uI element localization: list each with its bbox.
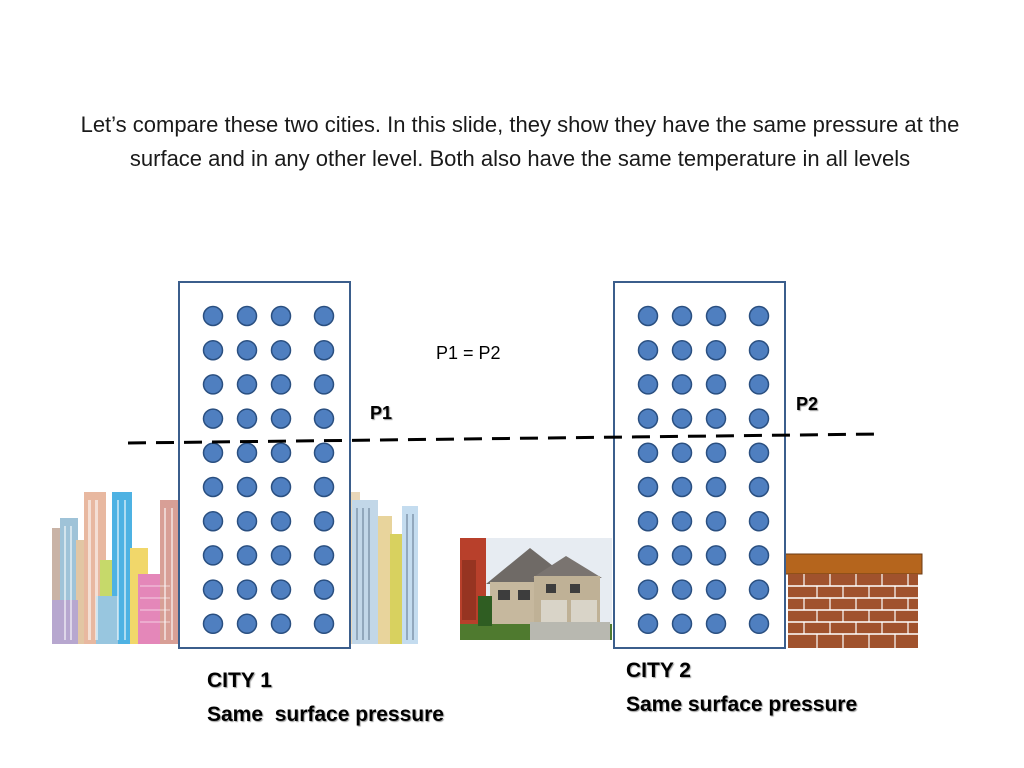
city1-air-particle (202, 305, 224, 327)
city1-air-particle (270, 476, 292, 498)
city2-air-particle (637, 305, 659, 327)
city1-air-particle (313, 442, 335, 464)
city1-air-particle (236, 305, 258, 327)
city2-air-particle (748, 545, 770, 566)
city1-air-particle (202, 408, 224, 429)
city2-air-column (613, 281, 786, 649)
city1-air-particle (270, 408, 292, 429)
city2-air-particle (671, 374, 693, 395)
city2-air-particle (748, 408, 770, 429)
city1-air-particle (236, 545, 258, 566)
city1-air-particle (202, 339, 224, 361)
caption-text: Let’s compare these two cities. In this … (80, 112, 960, 171)
city2-air-particle (671, 305, 693, 327)
city2-air-particle (705, 374, 727, 395)
city2-air-particle (705, 339, 727, 361)
city2-air-particle (637, 510, 659, 532)
city2-air-particle (637, 339, 659, 361)
city1-air-particle (236, 374, 258, 395)
city2-air-particle (748, 442, 770, 464)
city1-air-particle (202, 374, 224, 395)
pressure-level-line (127, 432, 881, 445)
city1-air-particle (313, 476, 335, 498)
house-image (460, 538, 612, 640)
city2-air-particle (637, 408, 659, 429)
city2-air-particle (671, 476, 693, 498)
city2-air-particle (637, 374, 659, 395)
city1-air-particle (270, 374, 292, 395)
city2-air-particle (671, 579, 693, 600)
city2-air-particle (671, 545, 693, 566)
city2-air-particle (705, 510, 727, 532)
city1-air-particle (313, 339, 335, 361)
city2-air-particle (705, 442, 727, 464)
city1-air-particle (236, 476, 258, 498)
city2-air-particle (671, 510, 693, 532)
city1-air-particle (270, 613, 292, 635)
city1-air-particle (236, 613, 258, 635)
city2-air-particle (748, 339, 770, 361)
p1-label: P1 (370, 403, 393, 423)
city1-air-particle (313, 305, 335, 327)
city1-air-particle (202, 442, 224, 464)
city2-air-particle (671, 408, 693, 429)
city1-air-particle (202, 476, 224, 498)
city2-air-particle (705, 476, 727, 498)
city2-air-particle (748, 510, 770, 532)
city2-name: CITY 2 (626, 659, 691, 682)
city1-air-particle (236, 442, 258, 464)
city2-air-particle (705, 408, 727, 429)
city1-skyline-left (52, 492, 178, 644)
city2-air-particle (748, 476, 770, 498)
city2-label: CITY 2 Same surface pressure (626, 654, 857, 722)
city1-skyline-right (348, 492, 418, 644)
city1-description: Same surface pressure (207, 703, 444, 726)
city1-air-particle (313, 510, 335, 532)
city1-air-particle (270, 579, 292, 600)
city1-air-particle (270, 510, 292, 532)
city2-air-particle (748, 305, 770, 327)
city2-air-particle (705, 305, 727, 327)
city1-name: CITY 1 (207, 669, 272, 692)
city1-air-particle (270, 545, 292, 566)
city2-air-particle (637, 442, 659, 464)
city1-air-particle (202, 613, 224, 635)
city1-label: CITY 1 Same surface pressure (207, 664, 444, 732)
city2-air-particle (637, 613, 659, 635)
city2-description: Same surface pressure (626, 693, 858, 716)
city1-air-particle (236, 408, 258, 429)
city2-air-particle (748, 374, 770, 395)
city1-air-particle (202, 510, 224, 532)
city2-air-particle (705, 545, 727, 566)
city1-air-particle (236, 510, 258, 532)
city2-air-particle (637, 545, 659, 566)
city1-air-particle (202, 545, 224, 566)
city2-air-particle (748, 579, 770, 600)
city2-air-particle (748, 613, 770, 635)
city1-air-particle (313, 545, 335, 566)
city2-air-particle (637, 579, 659, 600)
city1-air-particle (270, 442, 292, 464)
city1-air-particle (236, 339, 258, 361)
city2-air-particle (705, 579, 727, 600)
city1-air-particle (270, 339, 292, 361)
city2-air-particle (671, 442, 693, 464)
equation-label: P1 = P2 (436, 343, 501, 363)
city1-air-particle (313, 374, 335, 395)
city1-air-particle (313, 408, 335, 429)
p2-label: P2 (796, 394, 819, 414)
city2-air-particle (671, 613, 693, 635)
city1-air-particle (270, 305, 292, 327)
city1-air-particle (313, 579, 335, 600)
city1-air-column (178, 281, 351, 649)
city1-air-particle (313, 613, 335, 635)
city1-air-particle (236, 579, 258, 600)
city2-air-particle (671, 339, 693, 361)
city1-air-particle (202, 579, 224, 600)
city2-air-particle (705, 613, 727, 635)
brick-wall (783, 553, 923, 648)
city2-air-particle (637, 476, 659, 498)
